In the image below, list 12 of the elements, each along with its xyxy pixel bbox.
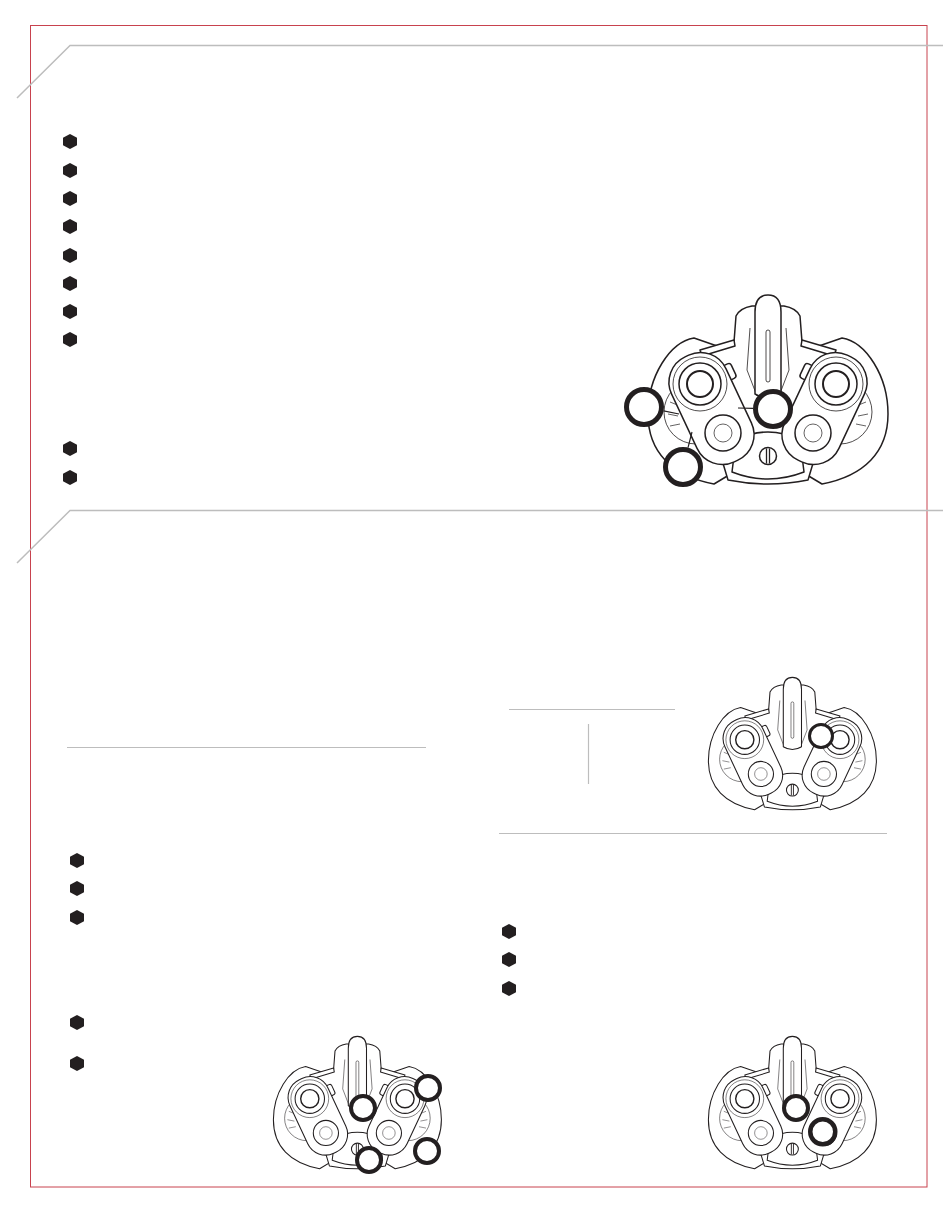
leader-line [687, 431, 693, 449]
callout-circle [349, 1094, 377, 1122]
leader-line [737, 407, 754, 409]
callout-circle [355, 1146, 383, 1174]
callout-circle [753, 389, 793, 429]
callout-circle [782, 1094, 810, 1122]
leader-line [663, 410, 680, 415]
callout-circle [808, 1117, 838, 1147]
callout-circle [624, 387, 664, 427]
callout-circle [663, 447, 703, 487]
callout-circle [413, 1137, 441, 1165]
callout-circle [414, 1074, 442, 1102]
